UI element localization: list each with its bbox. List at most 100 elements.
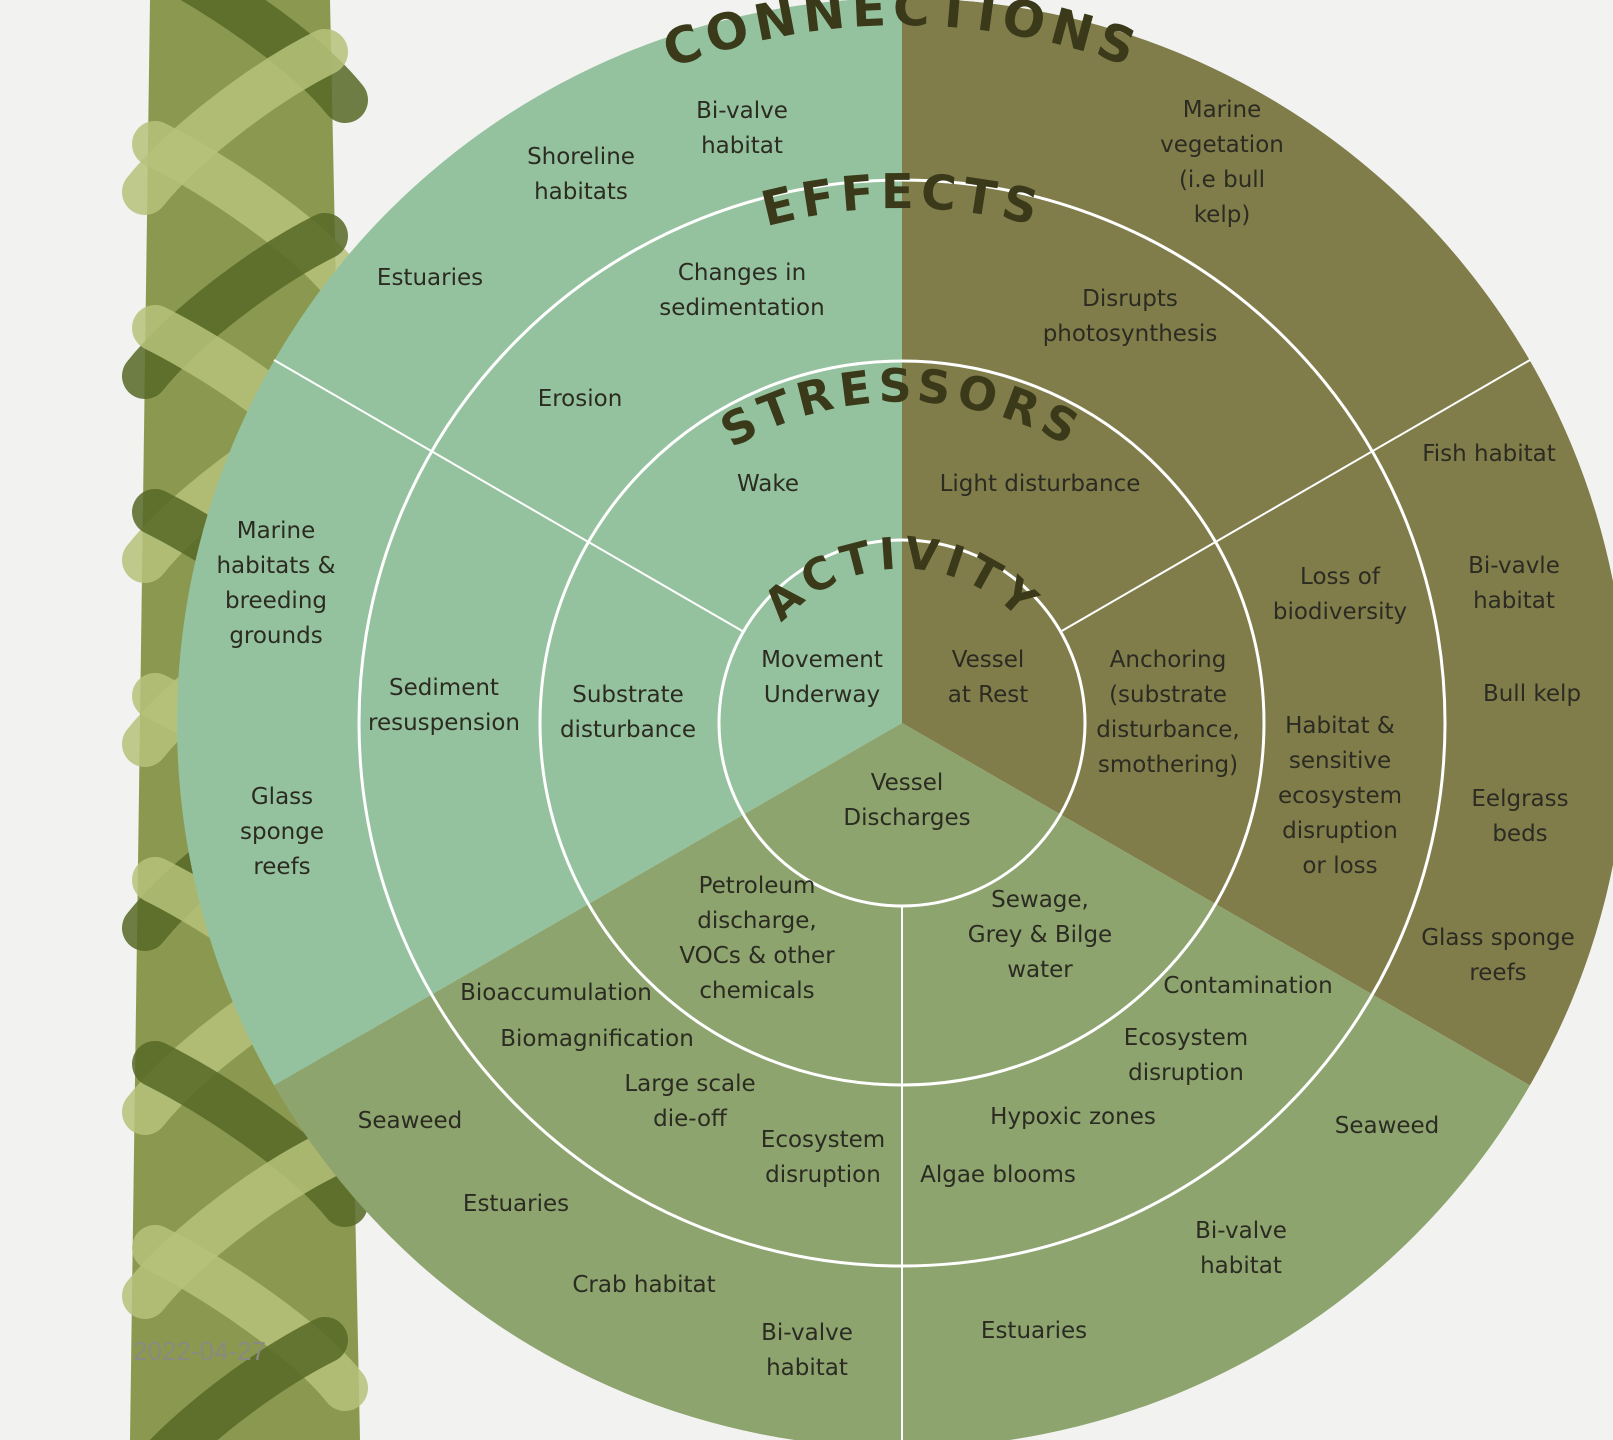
label-line: Ecosystem [1124, 1025, 1248, 1051]
label-line: Habitat & [1285, 713, 1395, 739]
label-line: Underway [764, 682, 880, 708]
label-line: Estuaries [981, 1318, 1087, 1344]
label-line: disruption [1128, 1060, 1244, 1086]
label-line: Ecosystem [761, 1127, 885, 1153]
label-line: habitat [1200, 1253, 1282, 1279]
label-line: Discharges [843, 805, 970, 831]
radial-dividers [273, 359, 1531, 1440]
effect-contamination: Contamination [1163, 973, 1332, 999]
label-line: vegetation [1160, 132, 1284, 158]
connection-estuaries-bottom-left: Estuaries [463, 1191, 569, 1217]
connection-marine-habitats-breeding-grounds: Marine habitats & breeding grounds [216, 518, 335, 649]
label-line: water [1007, 957, 1073, 983]
stressor-petroleum-discharge: Petroleum discharge, VOCs & other chemicals [679, 873, 835, 1004]
label-line: Hypoxic zones [990, 1104, 1156, 1130]
connection-shoreline-habitats: Shoreline habitats [527, 144, 635, 205]
label-line: breeding [225, 588, 327, 614]
label-line: Sewage, [991, 887, 1089, 913]
braid-strand [132, 1225, 368, 1411]
label-line: resuspension [368, 710, 520, 736]
date-stamp: 2022-04-27 [133, 1336, 266, 1366]
label-line: Disrupts [1082, 286, 1178, 312]
connection-estuaries-top: Estuaries [377, 265, 483, 291]
label-line: Estuaries [463, 1191, 569, 1217]
stressor-sewage-grey-bilge-water: Sewage, Grey & Bilge water [968, 887, 1112, 983]
label-line: sponge [240, 819, 324, 845]
effect-bioaccumulation: Bioaccumulation [460, 980, 652, 1006]
connection-bivavle-habitat-right: Bi-vavle habitat [1468, 553, 1560, 614]
label-line: Fish habitat [1422, 441, 1556, 467]
label-line: Contamination [1163, 973, 1332, 999]
connection-glass-sponge-reefs-left: Glass sponge reefs [240, 784, 324, 880]
connection-eelgrass-beds: Eelgrass beds [1471, 786, 1568, 847]
effect-disrupts-photosynthesis: Disrupts photosynthesis [1043, 286, 1218, 347]
effect-erosion: Erosion [538, 386, 623, 412]
label-line: Grey & Bilge [968, 922, 1112, 948]
label-line: Marine [1183, 97, 1262, 123]
connection-bull-kelp: Bull kelp [1483, 681, 1581, 707]
sector-vessel-at-rest [902, 0, 1613, 1086]
label-line: Bi-valve [761, 1320, 853, 1346]
label-line: Loss of [1300, 564, 1381, 590]
label-line: Estuaries [377, 265, 483, 291]
label-line: Sediment [389, 675, 499, 701]
connection-seaweed-right: Seaweed [1335, 1113, 1440, 1139]
label-line: Seaweed [358, 1108, 463, 1134]
label-line: Algae blooms [920, 1162, 1076, 1188]
braid-strand [180, 0, 368, 123]
label-line: Eelgrass [1471, 786, 1568, 812]
label-line: Glass sponge [1421, 925, 1575, 951]
connection-estuaries-bottom-right: Estuaries [981, 1318, 1087, 1344]
label-line: habitat [1473, 588, 1555, 614]
label-line: Light disturbance [940, 471, 1141, 497]
label-line: Large scale [624, 1071, 755, 1097]
label-line: Crab habitat [572, 1272, 715, 1298]
connection-bivalve-habitat-bottom: Bi-valve habitat [761, 1320, 853, 1381]
label-line: disturbance, [1096, 717, 1239, 743]
label-line: disruption [765, 1162, 881, 1188]
label-line: Erosion [538, 386, 623, 412]
label-line: ecosystem [1278, 783, 1402, 809]
braid-strand [149, 1317, 348, 1440]
label-line: Bi-valve [1195, 1218, 1287, 1244]
label-line: Marine [237, 518, 316, 544]
label-line: discharge, [697, 908, 816, 934]
effect-sediment-resuspension: Sediment resuspension [368, 675, 520, 736]
label-line: Petroleum [699, 873, 816, 899]
label-line: habitat [766, 1355, 848, 1381]
label-line: disruption [1282, 818, 1398, 844]
label-line: chemicals [699, 978, 814, 1004]
label-line: habitats [534, 179, 628, 205]
label-line: grounds [229, 623, 322, 649]
effect-hypoxic-zones: Hypoxic zones [990, 1104, 1156, 1130]
label-line: VOCs & other [679, 943, 835, 969]
label-line: sensitive [1289, 748, 1391, 774]
braid-strand [132, 121, 368, 307]
label-line: beds [1492, 821, 1547, 847]
label-line: Bi-vavle [1468, 553, 1560, 579]
label-line: Bioaccumulation [460, 980, 652, 1006]
label-line: Biomagnification [500, 1026, 694, 1052]
label-line: Vessel [871, 770, 944, 796]
label-line: disturbance [560, 717, 696, 743]
label-line: biodiversity [1273, 599, 1407, 625]
effect-ecosystem-disruption-right: Ecosystem disruption [1124, 1025, 1248, 1086]
label-line: at Rest [948, 682, 1029, 708]
label-line: photosynthesis [1043, 321, 1218, 347]
label-line: (i.e bull [1179, 167, 1265, 193]
label-line: habitats & [216, 553, 335, 579]
label-line: reefs [253, 854, 310, 880]
connection-seaweed-left: Seaweed [358, 1108, 463, 1134]
label-line: Glass [251, 784, 313, 810]
label-line: Shoreline [527, 144, 635, 170]
label-line: (substrate [1109, 682, 1227, 708]
label-line: Wake [737, 471, 799, 497]
